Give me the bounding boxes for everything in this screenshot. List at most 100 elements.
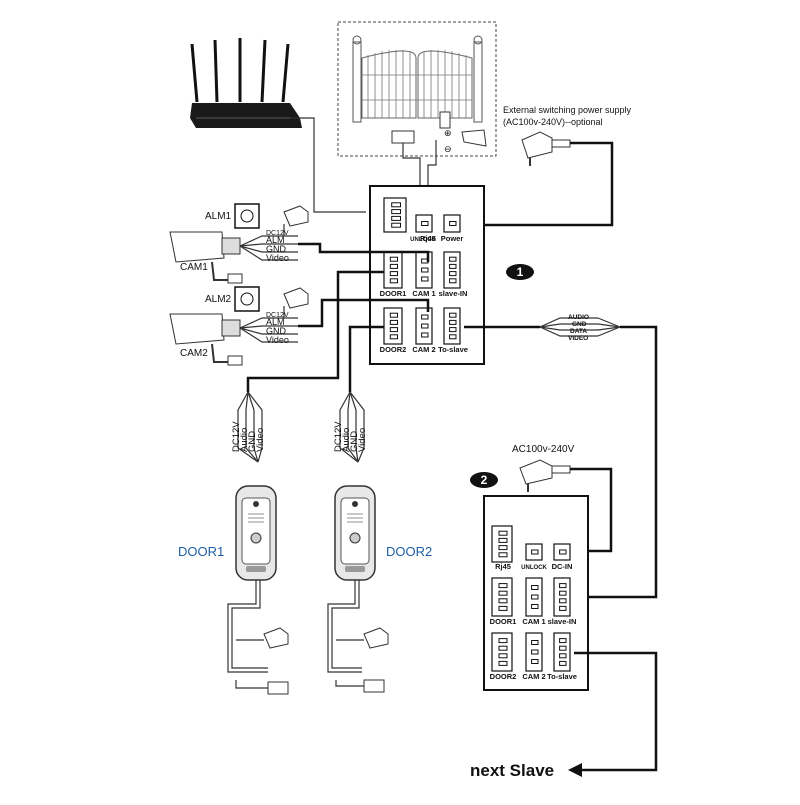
- m2-cam1-socket-pin: [531, 604, 539, 609]
- m1-rj45-socket-pin: [391, 202, 402, 208]
- m1-to-slave-socket-pin: [449, 327, 457, 333]
- m2-port-to-slave-label: To-slave: [547, 672, 577, 681]
- router-icon: [190, 38, 302, 128]
- m2-port-rj45-label: Rj45: [495, 562, 511, 571]
- m2-door1-socket-pin: [498, 605, 508, 611]
- slave-wire-gnd: GND: [572, 321, 587, 328]
- door2-wire-video: Video: [357, 428, 368, 452]
- m1-door2-socket-pin: [389, 312, 398, 318]
- next-slave-arrow-icon: [568, 763, 582, 777]
- door1-dc-plug-icon: [263, 627, 289, 649]
- m2-door1-socket-pin: [498, 590, 508, 596]
- m1-door2-socket-pin: [389, 334, 398, 340]
- alarm-2-box: [234, 286, 260, 312]
- door2-dc-plug-icon: [363, 627, 389, 649]
- door1-label: DOOR1: [178, 544, 224, 559]
- m1-to-slave-socket-pin: [449, 319, 457, 325]
- cam2-dc-plug-icon: [283, 287, 309, 309]
- m2-door2-socket-pin: [498, 653, 508, 659]
- m2-cam2-socket-pin: [531, 649, 539, 655]
- m1-door2-socket-pin: [389, 319, 398, 325]
- door1-cable: [246, 270, 384, 392]
- m1-slave-in-socket-pin: [449, 271, 457, 277]
- power-supply-wire: [462, 141, 614, 227]
- m2-door1-socket-pin: [498, 598, 508, 604]
- door2-wire-audio: Audio: [341, 428, 352, 452]
- m2-port-dc-in-label: DC-IN: [552, 562, 573, 571]
- cam2-wire-alm: ALM: [266, 317, 285, 327]
- m1-port-unlock-label: UNLOCK: [410, 237, 436, 243]
- door2-cable: [348, 325, 384, 392]
- m2-cam1-socket-pin: [531, 594, 539, 600]
- door2-station-icon: [334, 485, 376, 581]
- m2-port-unlock-label: UNLOCK: [521, 565, 547, 571]
- door1-wire-video: Video: [255, 428, 266, 452]
- badge-2: [470, 472, 498, 488]
- m1-rj45-socket-pin: [391, 215, 402, 221]
- m1-port-door2-label: DOOR2: [380, 345, 407, 354]
- m2-slave-in-socket-pin: [559, 598, 567, 604]
- m1-unlock-socket-pin: [421, 221, 429, 226]
- door2-wire-gnd: GND: [349, 431, 360, 452]
- m2-to-slave-socket-pin: [559, 660, 567, 666]
- m2-slave-in-socket-pin: [559, 605, 567, 611]
- badge-1: [506, 264, 534, 280]
- m1-rj45-socket-pin: [391, 222, 402, 228]
- cam2-wire-gnd: GND: [266, 326, 287, 336]
- camera-1-label: CAM1: [180, 262, 208, 273]
- alarm-2-sensor-icon: [240, 292, 254, 306]
- door1-wire-fan: [237, 391, 263, 463]
- slave-wire-data: DATA: [570, 328, 587, 335]
- slave-wire-fan: [539, 317, 621, 337]
- m1-cam2-socket-pin: [421, 314, 429, 320]
- m2-cam2-socket-pin: [531, 659, 539, 664]
- m1-slave-in-socket-pin: [449, 263, 457, 269]
- power-supply-title: External switching power supply: [503, 105, 632, 115]
- m2-port-cam1-label: CAM 1: [522, 617, 545, 626]
- m2-to-slave-socket-pin: [559, 653, 567, 659]
- m2-rj45-socket-pin: [498, 545, 508, 551]
- alarm-1-label: ALM1: [205, 211, 232, 222]
- m1-slave-in-socket-pin: [449, 256, 457, 262]
- door1-wire-audio: Audio: [239, 428, 250, 452]
- camera-2-label: CAM2: [180, 348, 208, 359]
- m1-door1-socket-pin: [389, 256, 398, 262]
- m1-port-cam1-label: CAM 1: [412, 289, 435, 298]
- ac-power-label: AC100v-240V: [512, 444, 575, 455]
- cam1-dc-plug-icon: [283, 205, 309, 227]
- m2-port-slave-in-label: slave-IN: [548, 617, 577, 626]
- door2-connector-lead: [335, 680, 364, 687]
- m1-port-to-slave-label: To-slave: [438, 345, 468, 354]
- door1-wire-dc12v: DC12V: [231, 421, 242, 452]
- power-plug-icon: [521, 131, 571, 166]
- m2-port-door2-label: DOOR2: [490, 672, 517, 681]
- m1-port-slave-in-label: slave-IN: [439, 289, 468, 298]
- door1-connector-icon: [267, 681, 289, 695]
- slave-wire-video: VIDEO: [568, 335, 588, 342]
- m1-rj45-socket-pin: [391, 209, 402, 215]
- m2-port-door1-label: DOOR1: [490, 617, 517, 626]
- cam2-cable: [298, 298, 430, 328]
- alarm-2-label: ALM2: [205, 294, 232, 305]
- m2-door1-socket-pin: [498, 583, 508, 589]
- alarm-1-box: [234, 203, 260, 229]
- m1-cam1-socket-pin: [421, 267, 429, 273]
- camera-1-icon: [169, 231, 243, 284]
- slave-wire-audio: AUDIO: [568, 314, 589, 321]
- door1-wire-labels: DC12V Audio GND Video: [231, 421, 266, 452]
- next-slave-label: next Slave: [470, 761, 554, 780]
- cam1-wire-alm: ALM: [266, 235, 285, 245]
- m2-to-slave-socket-pin: [559, 638, 567, 644]
- m1-cam1-socket-pin: [421, 276, 429, 282]
- m1-to-slave-socket-pin: [449, 334, 457, 340]
- m1-power-socket-pin: [449, 221, 457, 226]
- cam1-wire-video: Video: [266, 253, 289, 263]
- door1-power-leads: [227, 580, 268, 673]
- camera-2-icon: [169, 313, 243, 366]
- m2-door2-socket-pin: [498, 660, 508, 666]
- cam2-wire-fan: [239, 306, 298, 343]
- cam1-wire-fan: [239, 224, 298, 261]
- m2-door2-socket-pin: [498, 645, 508, 651]
- m1-port-door1-label: DOOR1: [380, 289, 407, 298]
